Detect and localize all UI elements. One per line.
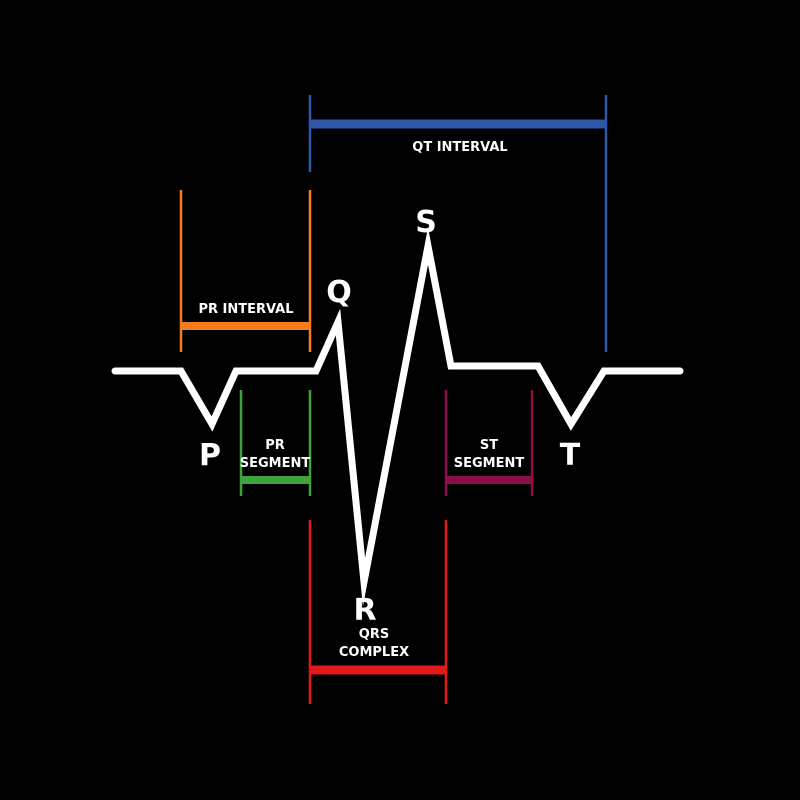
qt-interval-bracket <box>308 95 608 352</box>
st-segment-label-1: ST <box>480 438 498 453</box>
wave-label-q: Q <box>326 275 352 310</box>
qrs-complex-label-1: QRS <box>359 627 389 642</box>
ecg-trace <box>111 227 684 607</box>
wave-label-s: S <box>415 205 437 240</box>
pr-interval-bracket <box>179 190 312 352</box>
wave-label-p: P <box>199 438 221 473</box>
pr-segment-bracket <box>239 390 312 496</box>
pr-segment-label-2: SEGMENT <box>240 456 311 471</box>
qrs-complex-label-2: COMPLEX <box>339 645 409 660</box>
pr-segment-label-1: PR <box>265 438 285 453</box>
st-segment-label-2: SEGMENT <box>454 456 525 471</box>
st-segment-bracket <box>444 390 534 496</box>
qrs-complex-bracket <box>308 520 448 704</box>
pr-interval-label: PR INTERVAL <box>198 302 293 317</box>
wave-label-r: R <box>353 593 376 628</box>
wave-label-t: T <box>560 438 581 473</box>
qt-interval-label: QT INTERVAL <box>412 140 507 155</box>
